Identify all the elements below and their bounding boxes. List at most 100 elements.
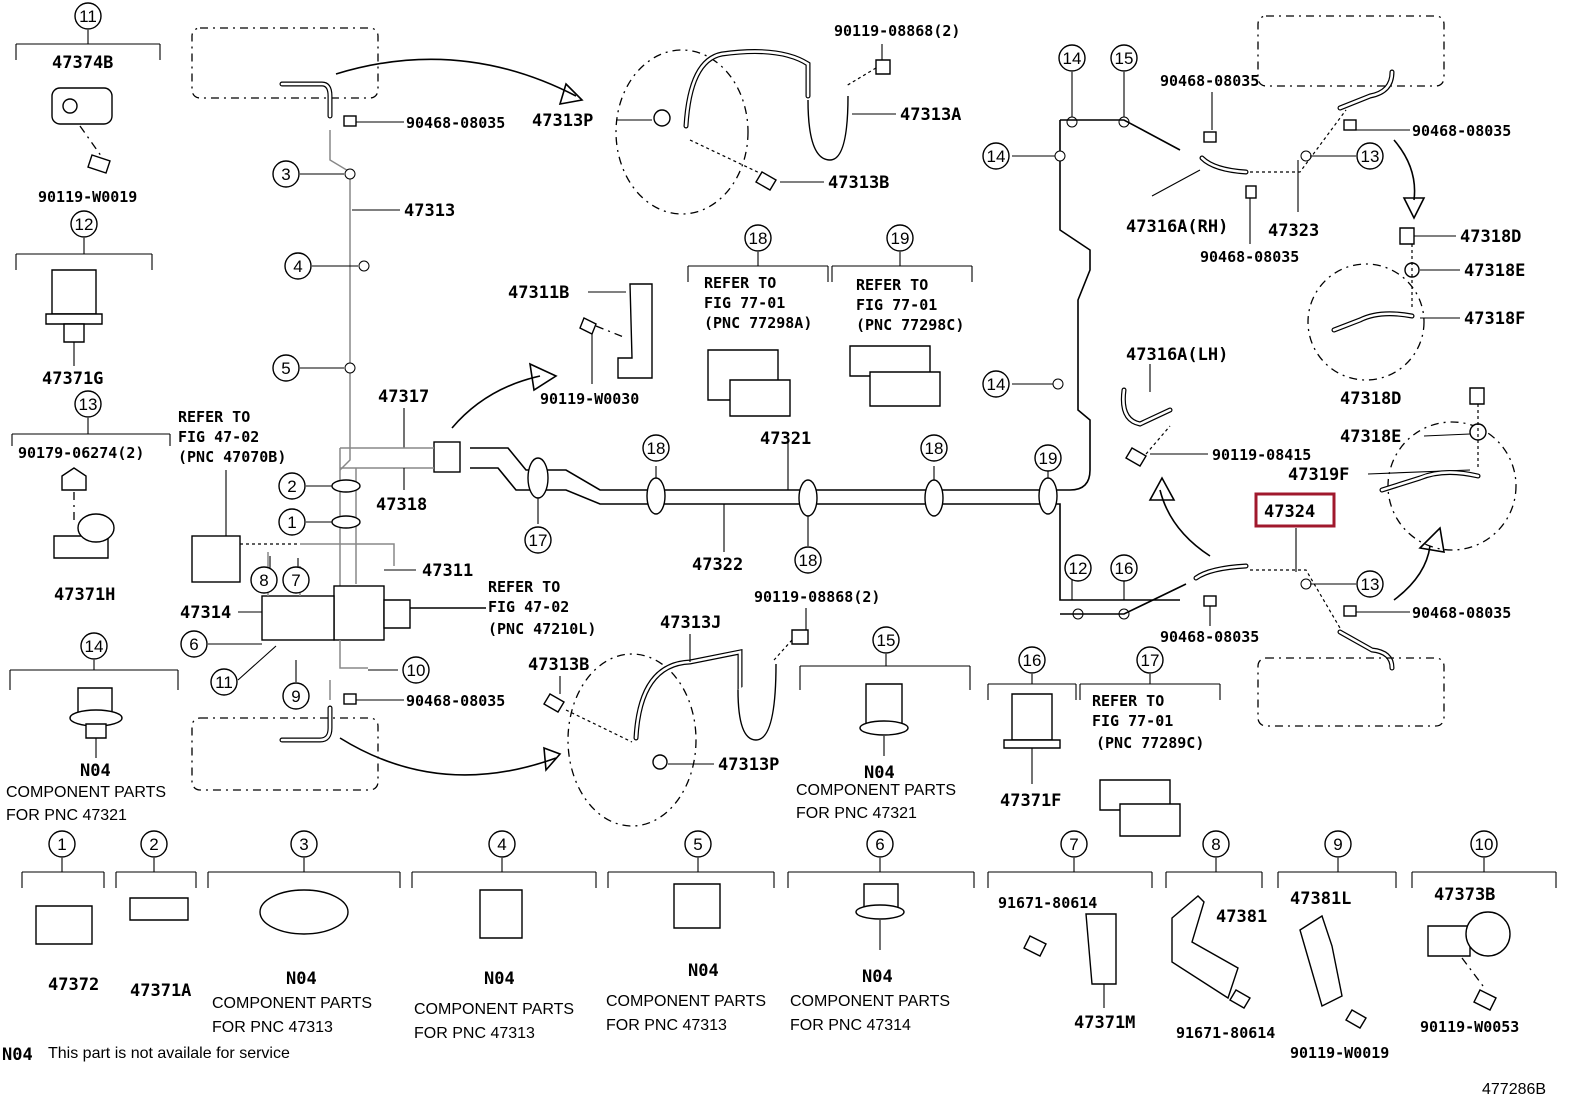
bracket-47381L[interactable] [1299, 914, 1343, 1008]
callout-3-pipe[interactable]: 3 [272, 160, 300, 188]
part-47316A-RH-label[interactable]: 47316A(RH) [1126, 217, 1228, 237]
part-47324-label[interactable]: 47324 [1264, 502, 1315, 522]
part-47313B-top-label[interactable]: 47313B [828, 173, 889, 193]
callout-18-main-b[interactable]: 18 [794, 546, 822, 574]
callout-11-top[interactable]: 11 [74, 2, 102, 30]
clip-47371F[interactable] [1011, 693, 1053, 741]
callout-4-bottom[interactable]: 4 [488, 830, 516, 858]
callout-14-right-b[interactable]: 14 [982, 370, 1010, 398]
nut-90179[interactable] [61, 467, 87, 491]
clip-N04-15[interactable] [865, 683, 903, 725]
bolt-91671-a[interactable] [1023, 935, 1047, 957]
part-47314-label[interactable]: 47314 [180, 603, 231, 623]
part-47313B-bot-label[interactable]: 47313B [528, 655, 589, 675]
callout-15-right-top[interactable]: 15 [1110, 44, 1138, 72]
part-47372-label[interactable]: 47372 [48, 975, 99, 995]
callout-12-right[interactable]: 12 [1064, 554, 1092, 582]
part-90468-top-label[interactable]: 90468-08035 [406, 114, 505, 132]
callout-14-right-a[interactable]: 14 [982, 142, 1010, 170]
clamp-47373B[interactable] [1427, 925, 1471, 957]
part-47371H-label[interactable]: 47371H [54, 585, 115, 605]
clip-47371G[interactable] [51, 269, 97, 315]
callout-16-right[interactable]: 16 [1110, 554, 1138, 582]
callout-8-module[interactable]: 8 [250, 566, 278, 594]
actuator-47311[interactable] [333, 585, 385, 641]
bolt-90119-08868-top[interactable] [875, 59, 891, 75]
callout-6-bottom[interactable]: 6 [866, 830, 894, 858]
part-47374B-label[interactable]: 47374B [52, 53, 113, 73]
callout-7-bottom[interactable]: 7 [1060, 830, 1088, 858]
part-90468-mid-label[interactable]: 90468-08035 [406, 692, 505, 710]
callout-18-refer[interactable]: 18 [744, 224, 772, 252]
part-47318F-label[interactable]: 47318F [1464, 309, 1525, 329]
bolt-47313B-bot[interactable] [543, 693, 565, 713]
callout-5-bottom[interactable]: 5 [684, 830, 712, 858]
part-47321-label[interactable]: 47321 [760, 429, 811, 449]
callout-14-left[interactable]: 14 [80, 632, 108, 660]
callout-17-refer[interactable]: 17 [1136, 646, 1164, 674]
bolt-90119-W0053[interactable] [1473, 989, 1497, 1011]
bolt-90119-W0019-b[interactable] [1345, 1009, 1367, 1029]
clip-N04-4[interactable] [479, 889, 523, 939]
bracket-47311B-shape[interactable] [617, 283, 653, 379]
part-47313A-label[interactable]: 47313A [900, 105, 961, 125]
callout-13-right-top[interactable]: 13 [1356, 142, 1384, 170]
part-47322-label[interactable]: 47322 [692, 555, 743, 575]
part-90119-W0019-b-label[interactable]: 90119-W0019 [1290, 1044, 1389, 1062]
part-90119-08868-bot-label[interactable]: 90119-08868(2) [754, 588, 880, 606]
part-90119-08868-top-label[interactable]: 90119-08868(2) [834, 22, 960, 40]
part-47318E-bot-label[interactable]: 47318E [1340, 427, 1401, 447]
fig-47-02-a[interactable]: FIG 47-02 [178, 428, 259, 446]
clip-47372[interactable] [35, 905, 93, 945]
part-47371G-label[interactable]: 47371G [42, 369, 103, 389]
callout-2-bottom[interactable]: 2 [140, 830, 168, 858]
part-47381-label[interactable]: 47381 [1216, 907, 1267, 927]
part-47313P-bot-label[interactable]: 47313P [718, 755, 779, 775]
bolt-90119-W0019[interactable] [87, 154, 111, 174]
part-91671-80614-a-label[interactable]: 91671-80614 [998, 894, 1097, 912]
callout-5-pipe[interactable]: 5 [272, 354, 300, 382]
part-90468-lh-label[interactable]: 90468-08035 [1160, 628, 1259, 646]
callout-8-bottom[interactable]: 8 [1202, 830, 1230, 858]
callout-4-pipe[interactable]: 4 [284, 252, 312, 280]
callout-3-bottom[interactable]: 3 [290, 830, 318, 858]
part-47311B-label[interactable]: 47311B [508, 283, 569, 303]
callout-2-module[interactable]: 2 [278, 472, 306, 500]
part-47313-label[interactable]: 47313 [404, 201, 455, 221]
part-90468-tr-label[interactable]: 90468-08035 [1412, 122, 1511, 140]
callout-1-bottom[interactable]: 1 [48, 830, 76, 858]
part-47318D-top-label[interactable]: 47318D [1460, 227, 1521, 247]
clamp-47374B[interactable] [51, 87, 113, 125]
part-90179-06274-label[interactable]: 90179-06274(2) [18, 444, 144, 462]
bolt-90119-08415[interactable] [1125, 447, 1147, 467]
bolt-90119-08868-bot[interactable] [791, 629, 809, 645]
part-47318-label[interactable]: 47318 [376, 495, 427, 515]
callout-10-module[interactable]: 10 [402, 656, 430, 684]
part-90468-rh-label[interactable]: 90468-08035 [1160, 72, 1259, 90]
bolt-91671-b[interactable] [1229, 989, 1251, 1009]
washer-47313P-bot[interactable] [652, 754, 668, 770]
bolt-47313B-top[interactable] [755, 171, 777, 191]
callout-15-clip[interactable]: 15 [872, 626, 900, 654]
joint-47317[interactable] [433, 441, 461, 473]
callout-9-bottom[interactable]: 9 [1324, 830, 1352, 858]
bracket-47381[interactable] [1171, 895, 1239, 1000]
part-91671-80614-b-label[interactable]: 91671-80614 [1176, 1024, 1275, 1042]
part-90468-br-label[interactable]: 90468-08035 [1412, 604, 1511, 622]
part-47319F-label[interactable]: 47319F [1288, 465, 1349, 485]
callout-6-module[interactable]: 6 [180, 630, 208, 658]
clip-47318E-bot[interactable] [1469, 423, 1487, 441]
callout-13-right-bot[interactable]: 13 [1356, 570, 1384, 598]
clip-47371A[interactable] [129, 897, 189, 921]
fig-77-01-18[interactable]: FIG 77-01 [704, 294, 785, 312]
part-47311-label[interactable]: 47311 [422, 561, 473, 581]
callout-17-main[interactable]: 17 [524, 526, 552, 554]
callout-13-left[interactable]: 13 [74, 390, 102, 418]
part-47313P-top-label[interactable]: 47313P [532, 111, 593, 131]
callout-18-main-c[interactable]: 18 [920, 434, 948, 462]
part-47323-label[interactable]: 47323 [1268, 221, 1319, 241]
bolt-47318D-top[interactable] [1399, 227, 1415, 245]
clip-N04-5[interactable] [673, 883, 721, 929]
part-47316A-LH-label[interactable]: 47316A(LH) [1126, 345, 1228, 365]
part-90119-W0019-label[interactable]: 90119-W0019 [38, 188, 137, 206]
